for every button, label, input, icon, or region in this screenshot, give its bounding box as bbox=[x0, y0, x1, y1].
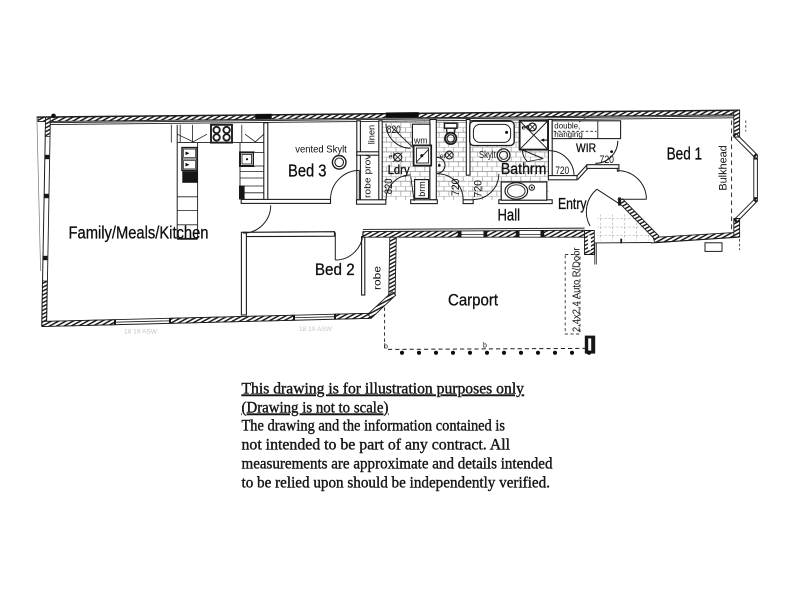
svg-text:b: b bbox=[483, 343, 487, 350]
svg-text:Hall: Hall bbox=[498, 207, 521, 225]
svg-text:robe: robe bbox=[373, 265, 384, 290]
svg-text:measurements are approximate a: measurements are approximate and details… bbox=[242, 456, 553, 473]
svg-text:The drawing and the informatio: The drawing and the information containe… bbox=[242, 418, 506, 435]
svg-text:720: 720 bbox=[450, 179, 462, 197]
svg-text:Bed 2: Bed 2 bbox=[315, 260, 355, 279]
svg-text:double,: double, bbox=[554, 121, 580, 131]
svg-text:brm: brm bbox=[417, 181, 427, 197]
svg-text:Entry: Entry bbox=[558, 196, 587, 213]
svg-text:This drawing is for illustrati: This drawing is for illustration purpose… bbox=[242, 381, 525, 398]
svg-text:Ldry: Ldry bbox=[388, 162, 410, 177]
svg-text:linen: linen bbox=[367, 125, 378, 145]
svg-text:820: 820 bbox=[387, 124, 401, 136]
svg-text:to be relied upon should be in: to be relied upon should be independentl… bbox=[242, 475, 551, 492]
svg-text:Family/Meals/Kitchen: Family/Meals/Kitchen bbox=[69, 223, 209, 243]
svg-text:not intended to be part of any: not intended to be part of any contract.… bbox=[242, 437, 511, 454]
svg-text:wm: wm bbox=[413, 136, 427, 146]
svg-text:WIR: WIR bbox=[576, 141, 596, 155]
svg-text:ef: ef bbox=[440, 153, 446, 160]
svg-text:robe prov: robe prov bbox=[362, 154, 373, 198]
svg-text:(Drawing is not to scale): (Drawing is not to scale) bbox=[242, 400, 389, 417]
svg-text:Bathrm: Bathrm bbox=[501, 161, 547, 178]
svg-text:18 19 ASW: 18 19 ASW bbox=[124, 330, 157, 336]
svg-text:720: 720 bbox=[555, 165, 569, 177]
svg-text:vented Skylt: vented Skylt bbox=[295, 144, 347, 156]
svg-text:720: 720 bbox=[473, 180, 485, 198]
svg-text:Carport: Carport bbox=[448, 290, 498, 309]
svg-text:Bulkhead: Bulkhead bbox=[718, 145, 730, 190]
svg-text:18 19 ASW: 18 19 ASW bbox=[299, 327, 332, 333]
svg-text:Skylt: Skylt bbox=[479, 150, 496, 161]
svg-text:hanging: hanging bbox=[554, 129, 583, 139]
svg-text:Bed 1: Bed 1 bbox=[667, 143, 703, 163]
svg-text:820: 820 bbox=[383, 179, 395, 195]
svg-text:720: 720 bbox=[600, 154, 615, 166]
svg-text:b: b bbox=[384, 344, 388, 351]
svg-text:Bed 3: Bed 3 bbox=[288, 161, 327, 181]
svg-text:ef: ef bbox=[389, 154, 395, 161]
svg-text:2.4x2.4 Auto R/Door: 2.4x2.4 Auto R/Door bbox=[572, 247, 583, 332]
svg-text:ef: ef bbox=[522, 125, 530, 132]
